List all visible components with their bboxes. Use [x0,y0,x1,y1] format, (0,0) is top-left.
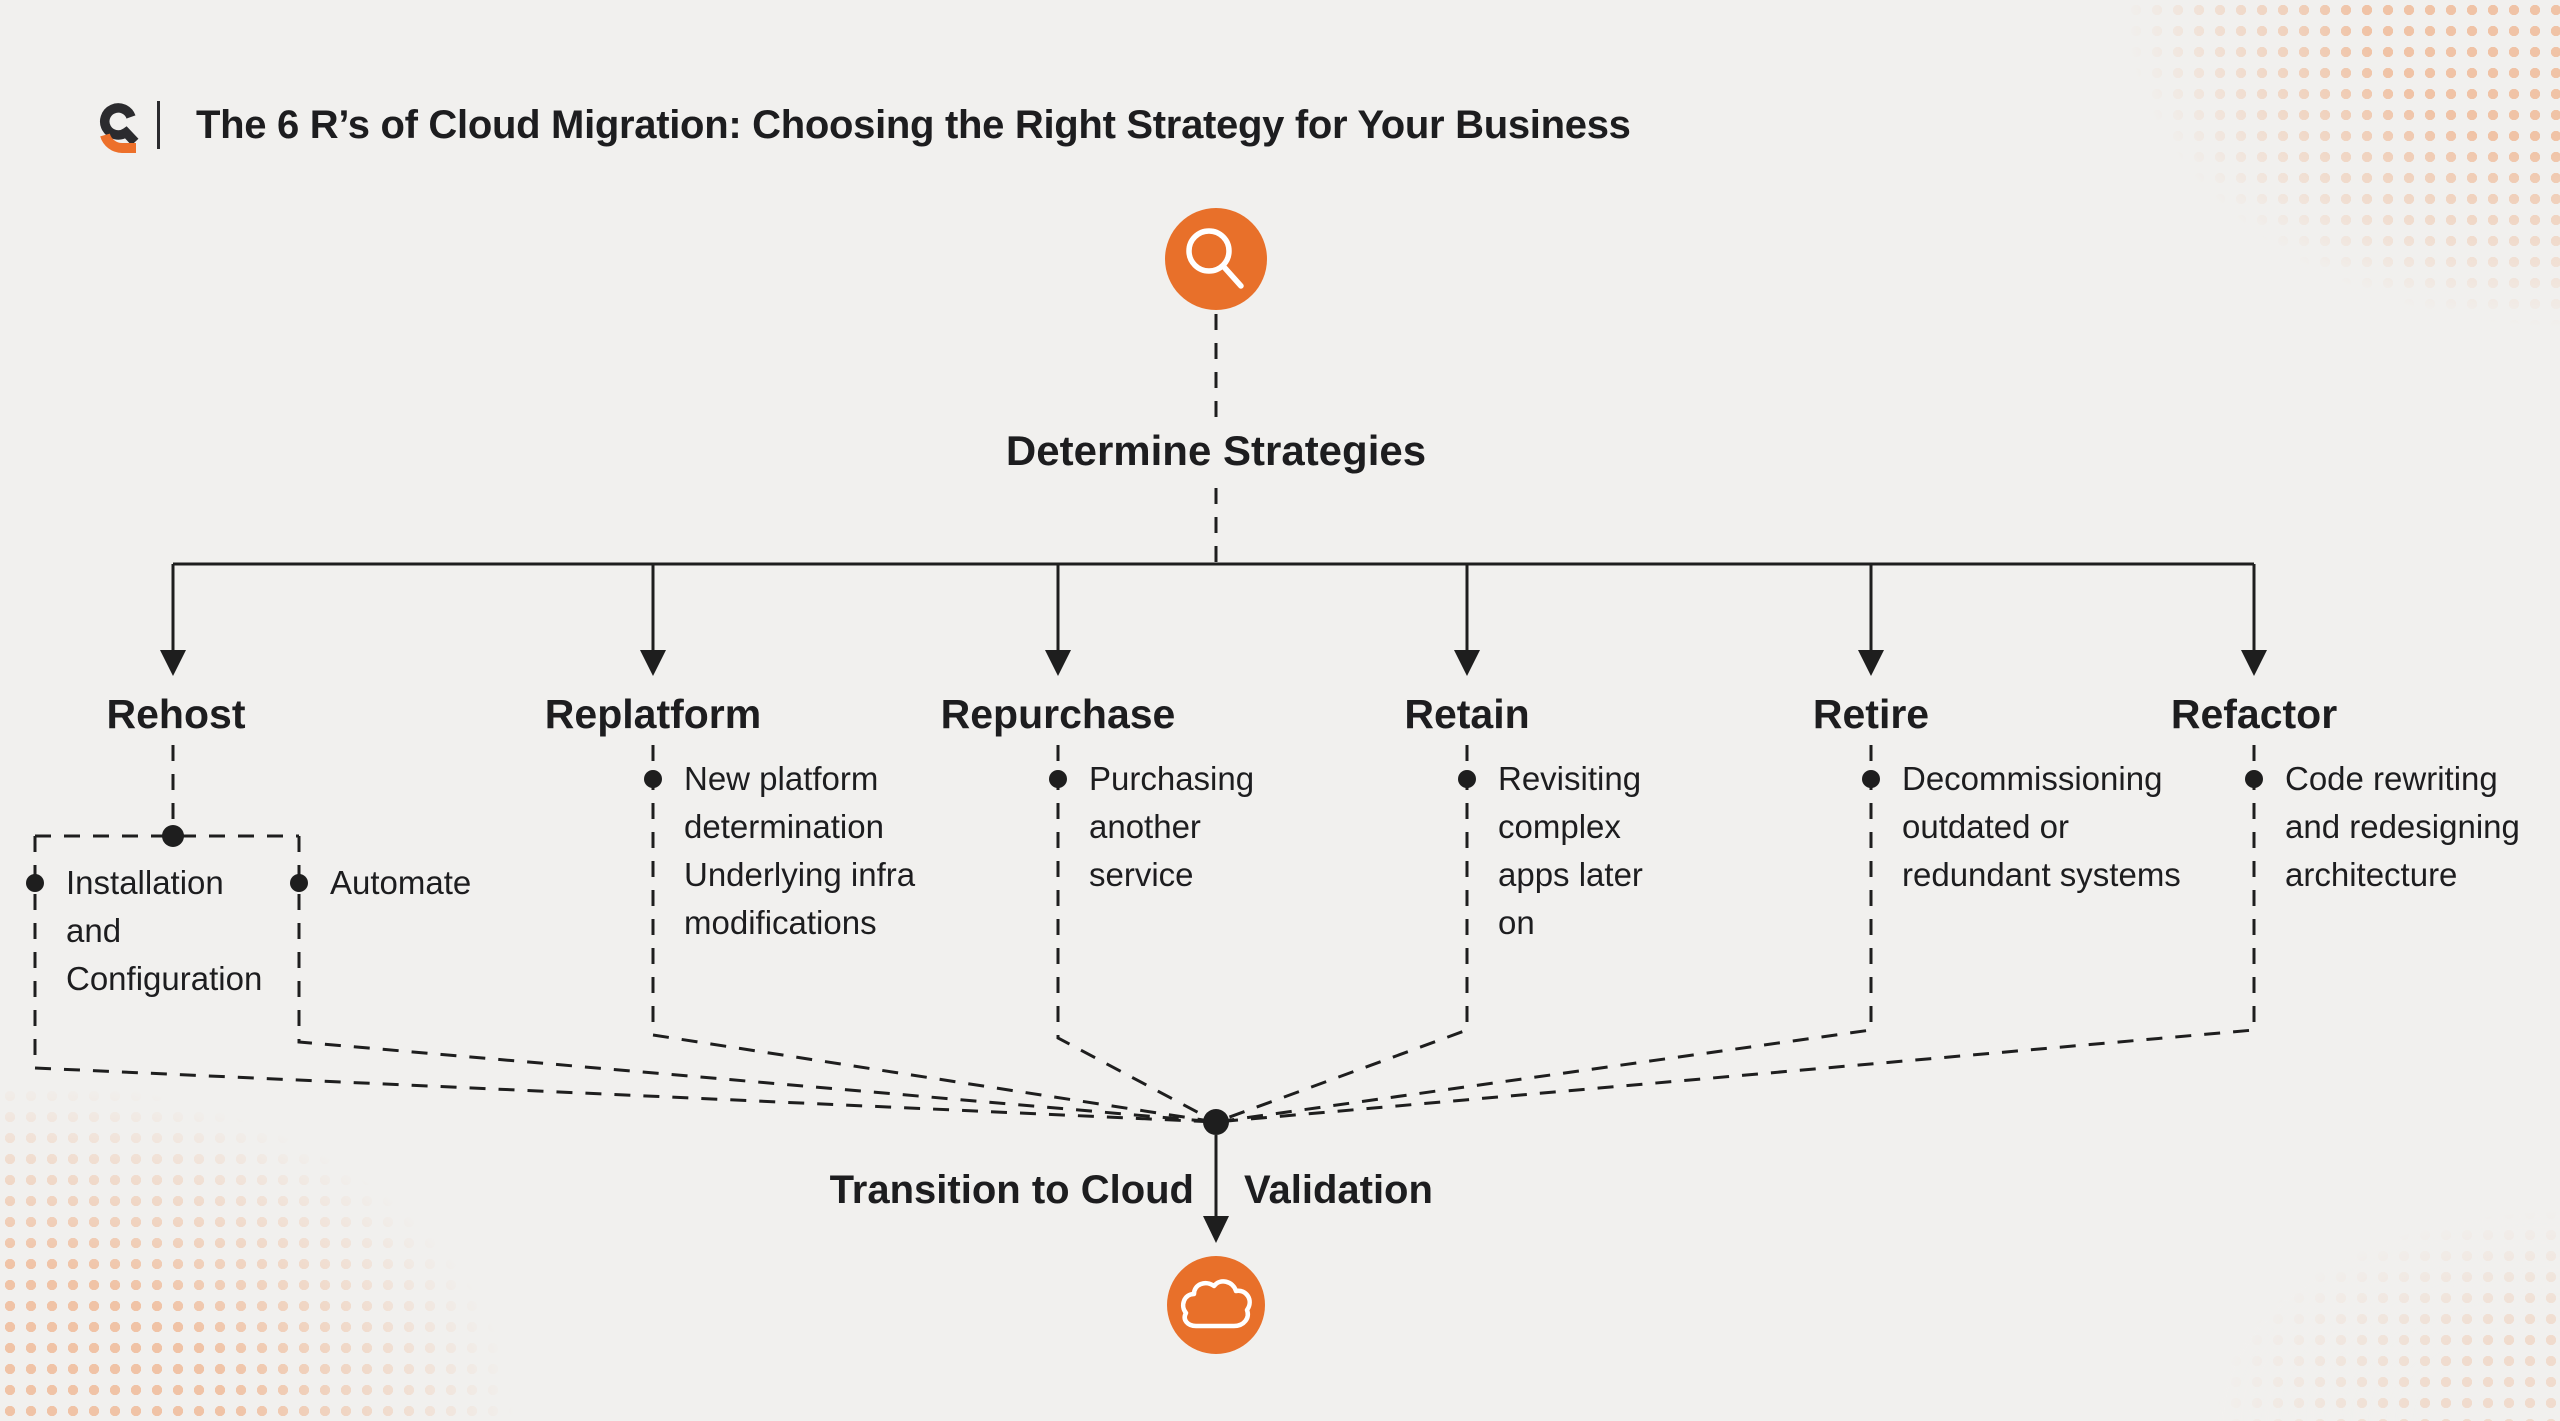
strategy-header-retain: Retain [1404,691,1530,737]
bullet-markers [26,770,2263,1135]
determine-strategies-label: Determine Strategies [1005,427,1427,474]
bullet-retire: Decommissioning outdated or redundant sy… [1902,760,2181,893]
header-divider [157,101,160,149]
bullet-repurchase: Purchasing another service [1089,760,1255,893]
validation-label: Validation [1244,1168,1433,1212]
page-title: The 6 R’s of Cloud Migration: Choosing t… [196,103,1631,147]
branch-arrows [171,564,2256,652]
refactor-branch [1215,745,2256,1124]
transition-to-cloud-label: Transition to Cloud [829,1168,1194,1212]
arrowheads [160,650,2267,1243]
bullet-retain: Revisiting complex apps later on [1498,760,1643,941]
cloud-icon [1167,1256,1265,1354]
bullet-rehost-installation: Installation and Configuration [66,864,263,997]
repurchase-branch [1056,745,1217,1124]
search-icon [1165,208,1267,310]
strategy-header-repurchase: Repurchase [940,691,1176,737]
rehost-junction-dot [162,825,184,847]
bullet-replatform: New platform determination Underlying in… [684,760,916,941]
bullet-refactor: Code rewriting and redesigning architect… [2285,760,2520,893]
retire-branch [1215,745,1873,1124]
strategy-header-rehost: Rehost [106,691,246,737]
bullet-rehost-automate: Automate [330,864,472,901]
strategy-header-refactor: Refactor [2170,691,2338,737]
brand-logo [100,103,139,153]
transition-node-dot [1203,1109,1229,1135]
strategy-header-retire: Retire [1812,691,1930,737]
strategy-header-replatform: Replatform [544,691,762,737]
retain-branch [1215,745,1469,1124]
